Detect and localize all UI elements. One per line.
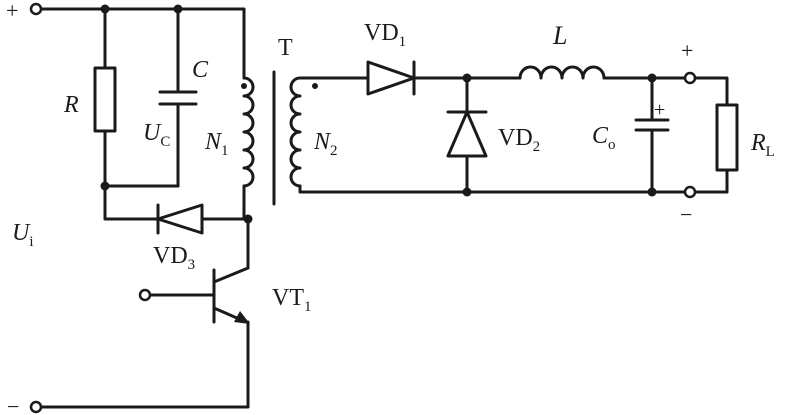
label-vd1: VD1 [364,20,406,50]
label-r: R [63,92,79,118]
capacitor-c [158,90,198,106]
inductor-l [518,65,606,80]
transistor-vt1 [212,266,250,324]
input-minus-terminal[interactable] [29,400,43,414]
junction-dots [100,4,657,224]
input-plus-sign: + [6,0,18,23]
output-minus-terminal[interactable] [683,185,697,199]
diode-vd1 [366,60,416,96]
resistor-r [93,66,117,133]
label-vt1: VT1 [272,285,312,315]
secondary-bottom-wire [298,184,692,194]
diode-vd2 [446,110,488,158]
capacitor-co [634,118,670,132]
input-top-rail [38,7,246,80]
label-uc: UC [143,120,170,150]
base-terminal[interactable] [138,288,152,302]
input-minus-sign: − [7,394,19,415]
co-polarity-plus: + [654,99,665,121]
winding-n1 [242,76,255,188]
input-plus-terminal[interactable] [29,2,43,16]
diode-vd3 [156,203,204,235]
label-vd2: VD2 [498,125,540,155]
label-l: L [552,21,567,50]
label-t: T [278,35,293,61]
label-n1: N1 [204,129,229,159]
emitter-to-ground-wire [38,320,250,409]
output-minus-sign: − [680,202,692,227]
label-co: Co [592,123,616,153]
n1-polarity-dot [241,83,247,89]
winding-n2 [289,76,302,188]
n2-polarity-dot [312,83,318,89]
vd3-wire [103,184,250,221]
output-plus-terminal[interactable] [683,71,697,85]
n1-to-collector-wire [242,184,250,270]
label-ui: Ui [12,220,34,250]
label-c: C [192,57,209,83]
label-vd3: VD3 [153,243,195,273]
load-resistor-rl [715,103,739,172]
label-rl: RL [750,130,775,160]
output-plus-sign: + [681,38,693,63]
label-n2: N2 [313,129,338,159]
load-rl-wire [688,76,729,194]
